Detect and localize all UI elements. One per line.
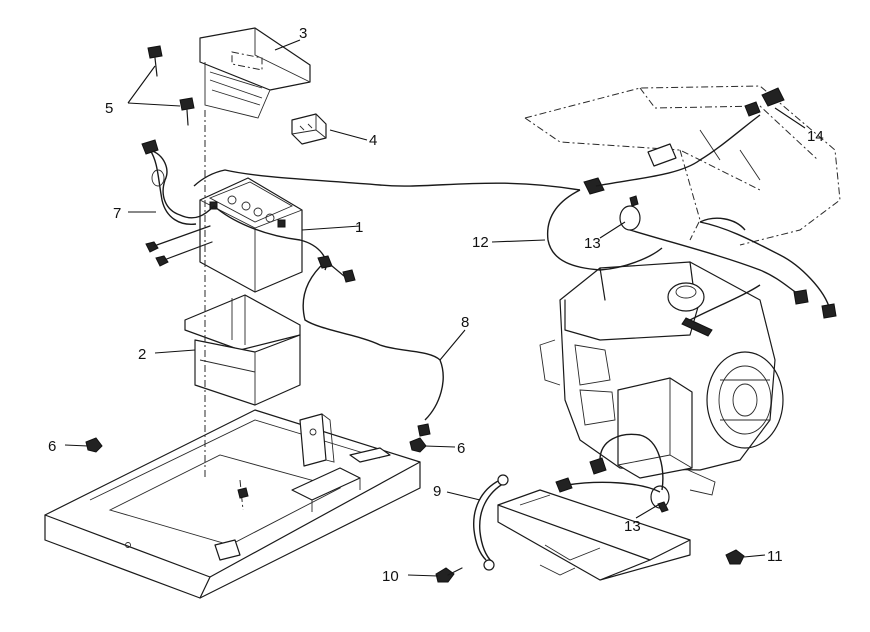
harness-clamp-upper [619,195,641,231]
callout-14: 14 [807,128,824,145]
callout-9: 9 [433,483,441,500]
frame-nut [237,487,249,499]
callout-6-left: 6 [48,438,56,455]
battery-tray [184,294,301,406]
engine-frame-outline [524,85,841,246]
callout-11: 11 [767,548,783,565]
callout-labels: 3 5 4 1 7 2 6 6 8 9 10 11 12 13 13 14 [48,25,824,585]
generator-base-skid [497,469,716,581]
bolt-10-shank [447,567,463,576]
nut-11 [725,549,745,565]
wire-harness [546,87,837,321]
engine-ground-loop [555,433,664,493]
bolt-set-5 [147,45,195,126]
bolt-10 [435,567,455,583]
callout-12: 12 [472,234,489,251]
nut-6-right [409,437,427,453]
leader-lines [64,39,806,577]
callout-8: 8 [461,314,469,331]
ground-strap [473,474,509,571]
callout-2: 2 [138,346,146,363]
callout-5: 5 [105,100,113,117]
engine-assembly [539,261,784,479]
callout-6-right: 6 [457,440,465,457]
callout-10: 10 [382,568,399,585]
callout-13-lower: 13 [624,518,641,535]
callout-13-upper: 13 [584,235,601,252]
callout-1: 1 [355,219,363,236]
cushion-pad [291,113,327,145]
battery [199,177,303,293]
nut-6-left [85,437,103,453]
base-frame [44,409,421,599]
callout-4: 4 [369,132,377,149]
harness-clamp-lower [650,485,670,513]
callout-3: 3 [299,25,307,42]
battery-hold-cover [199,27,311,119]
callout-7: 7 [113,205,121,222]
ground-cable [302,255,444,437]
